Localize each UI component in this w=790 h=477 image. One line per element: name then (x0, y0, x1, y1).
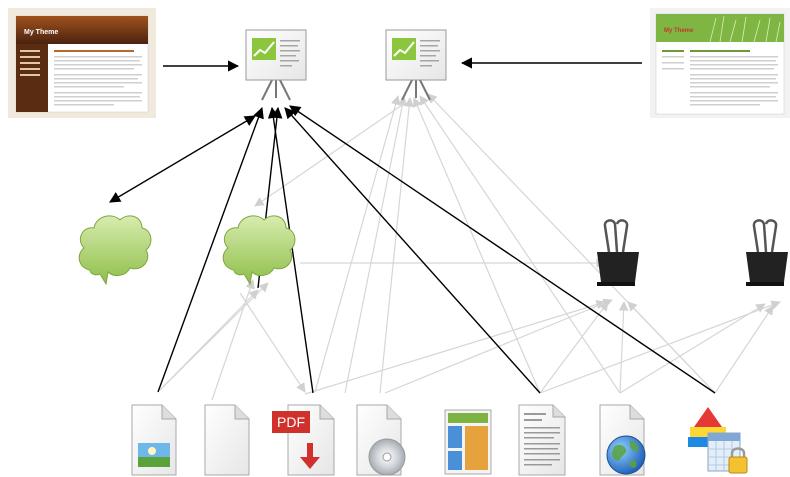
theme-preview-brown-icon[interactable]: My Theme (8, 8, 156, 118)
presentation-easel-icon[interactable] (385, 29, 447, 101)
edge (314, 95, 401, 393)
edge (239, 292, 306, 393)
edge (159, 289, 259, 391)
edge (619, 303, 766, 394)
edge-file-to-presentation (267, 106, 314, 394)
edge (627, 301, 716, 394)
blank-file-icon[interactable] (204, 404, 250, 476)
edge (379, 97, 414, 394)
pdf-download-file-icon[interactable]: PDF (272, 404, 335, 476)
image-file-icon[interactable] (131, 404, 177, 476)
edge (412, 97, 541, 394)
edge (254, 102, 406, 207)
presentation-easel-icon[interactable] (245, 29, 307, 101)
binder-clip-icon[interactable] (746, 219, 788, 286)
layout-file-icon[interactable] (444, 409, 492, 475)
binder-clip-icon[interactable] (597, 219, 639, 286)
theme-title: My Theme (664, 28, 694, 34)
theme-preview-green-icon[interactable]: My Theme (650, 8, 790, 118)
edge (539, 300, 781, 394)
disc-file-icon[interactable] (356, 404, 406, 476)
edge-file-to-presentation (284, 107, 541, 394)
edge (211, 279, 255, 401)
edge (419, 95, 621, 394)
edge (304, 299, 606, 395)
edge (714, 305, 774, 394)
theme-title: My Theme (24, 29, 58, 36)
edge (539, 301, 609, 394)
edge-file-to-presentation (289, 105, 716, 394)
edge-file-to-presentation (157, 106, 264, 393)
active-edges (109, 57, 716, 394)
inactive-edges (159, 93, 781, 401)
edge (618, 301, 629, 394)
speech-cloud-icon[interactable] (222, 215, 296, 286)
pdf-badge: PDF (277, 414, 305, 430)
edge-presentation-cloud (109, 115, 256, 203)
locked-shapes-file-icon[interactable] (688, 407, 748, 474)
text-document-icon[interactable] (518, 404, 566, 476)
edge (344, 96, 408, 394)
web-globe-file-icon[interactable] (599, 404, 646, 476)
speech-cloud-icon[interactable] (78, 215, 152, 286)
